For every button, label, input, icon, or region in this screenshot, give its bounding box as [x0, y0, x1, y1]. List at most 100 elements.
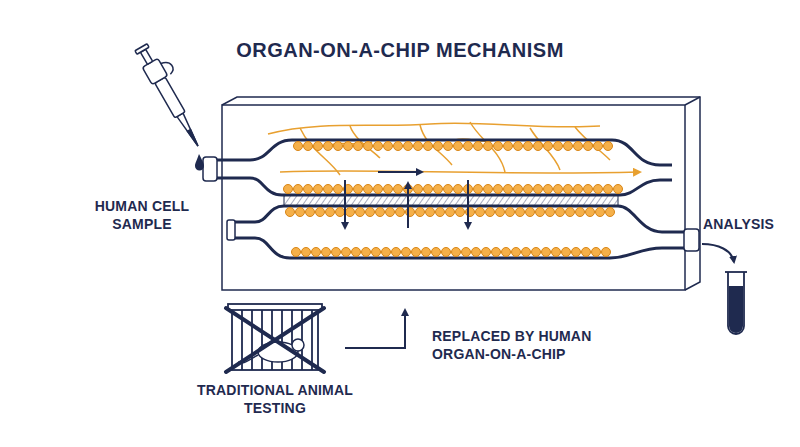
- cell: [542, 248, 551, 257]
- cell: [576, 208, 585, 217]
- cell: [384, 185, 393, 194]
- cell: [434, 185, 443, 194]
- cell: [476, 208, 485, 217]
- cell: [556, 208, 565, 217]
- cell: [592, 248, 601, 257]
- cell: [506, 208, 515, 217]
- cell: [574, 185, 583, 194]
- porous-membrane: [284, 196, 618, 205]
- cell: [474, 185, 483, 194]
- cell: [364, 185, 373, 194]
- cell: [524, 142, 533, 151]
- cell: [324, 185, 333, 194]
- cell: [536, 208, 545, 217]
- cell: [432, 248, 441, 257]
- cell: [494, 142, 503, 151]
- cell: [454, 185, 463, 194]
- cell: [342, 248, 351, 257]
- cell: [544, 142, 553, 151]
- cell: [572, 248, 581, 257]
- text-label: ANALYSIS: [703, 216, 774, 234]
- cell: [314, 185, 323, 194]
- cell: [502, 248, 511, 257]
- cell: [372, 248, 381, 257]
- cell: [316, 208, 325, 217]
- cell: [514, 185, 523, 194]
- cell: [362, 248, 371, 257]
- cell: [364, 142, 373, 151]
- cell: [594, 142, 603, 151]
- cell: [584, 185, 593, 194]
- cell: [532, 248, 541, 257]
- cell: [562, 248, 571, 257]
- cell: [374, 142, 383, 151]
- diagram-title: ORGAN-ON-A-CHIP MECHANISM: [0, 38, 800, 63]
- cage-bar: [251, 310, 253, 370]
- cell: [604, 142, 613, 151]
- cell: [302, 248, 311, 257]
- cell: [454, 142, 463, 151]
- cell: [392, 248, 401, 257]
- cell: [486, 208, 495, 217]
- cell: [292, 248, 301, 257]
- cell: [534, 185, 543, 194]
- cross-out: [226, 308, 324, 372]
- cell: [336, 208, 345, 217]
- cell: [574, 142, 583, 151]
- cell: [586, 208, 595, 217]
- cell: [462, 248, 471, 257]
- cell: [584, 142, 593, 151]
- cell: [424, 185, 433, 194]
- cell: [286, 208, 295, 217]
- cell: [604, 185, 613, 194]
- pipette: [133, 38, 213, 150]
- cell: [326, 208, 335, 217]
- cell: [552, 248, 561, 257]
- cell: [614, 185, 623, 194]
- cell: [294, 185, 303, 194]
- cell: [434, 142, 443, 151]
- cell: [284, 185, 293, 194]
- cell: [322, 248, 331, 257]
- cell: [354, 185, 363, 194]
- cell: [464, 142, 473, 151]
- cell: [472, 248, 481, 257]
- cell: [442, 248, 451, 257]
- cell: [426, 208, 435, 217]
- cell: [314, 142, 323, 151]
- cell: [404, 142, 413, 151]
- cell: [294, 142, 303, 151]
- cell-layers: [284, 142, 623, 257]
- cell: [594, 185, 603, 194]
- text-label: TRADITIONAL ANIMAL TESTING: [190, 382, 360, 417]
- cell: [334, 185, 343, 194]
- cell: [466, 208, 475, 217]
- cell: [446, 208, 455, 217]
- cell: [526, 208, 535, 217]
- cell: [452, 248, 461, 257]
- cell: [414, 185, 423, 194]
- cell: [396, 208, 405, 217]
- cell: [484, 185, 493, 194]
- cell: [354, 142, 363, 151]
- cell: [436, 208, 445, 217]
- cage-bar: [311, 310, 313, 370]
- cell: [554, 142, 563, 151]
- cell: [524, 185, 533, 194]
- cell: [564, 185, 573, 194]
- cell: [504, 185, 513, 194]
- cell: [512, 248, 521, 257]
- cell: [366, 208, 375, 217]
- flow-arrows: [345, 172, 468, 228]
- cell: [306, 208, 315, 217]
- cell: [494, 185, 503, 194]
- cell: [416, 208, 425, 217]
- cell: [516, 208, 525, 217]
- cell: [422, 248, 431, 257]
- cell: [602, 248, 611, 257]
- microchannels: [210, 140, 686, 258]
- cell: [344, 142, 353, 151]
- cell: [606, 208, 615, 217]
- text-label: REPLACED BY HUMAN ORGAN-ON-A-CHIP: [432, 328, 632, 363]
- cell: [474, 142, 483, 151]
